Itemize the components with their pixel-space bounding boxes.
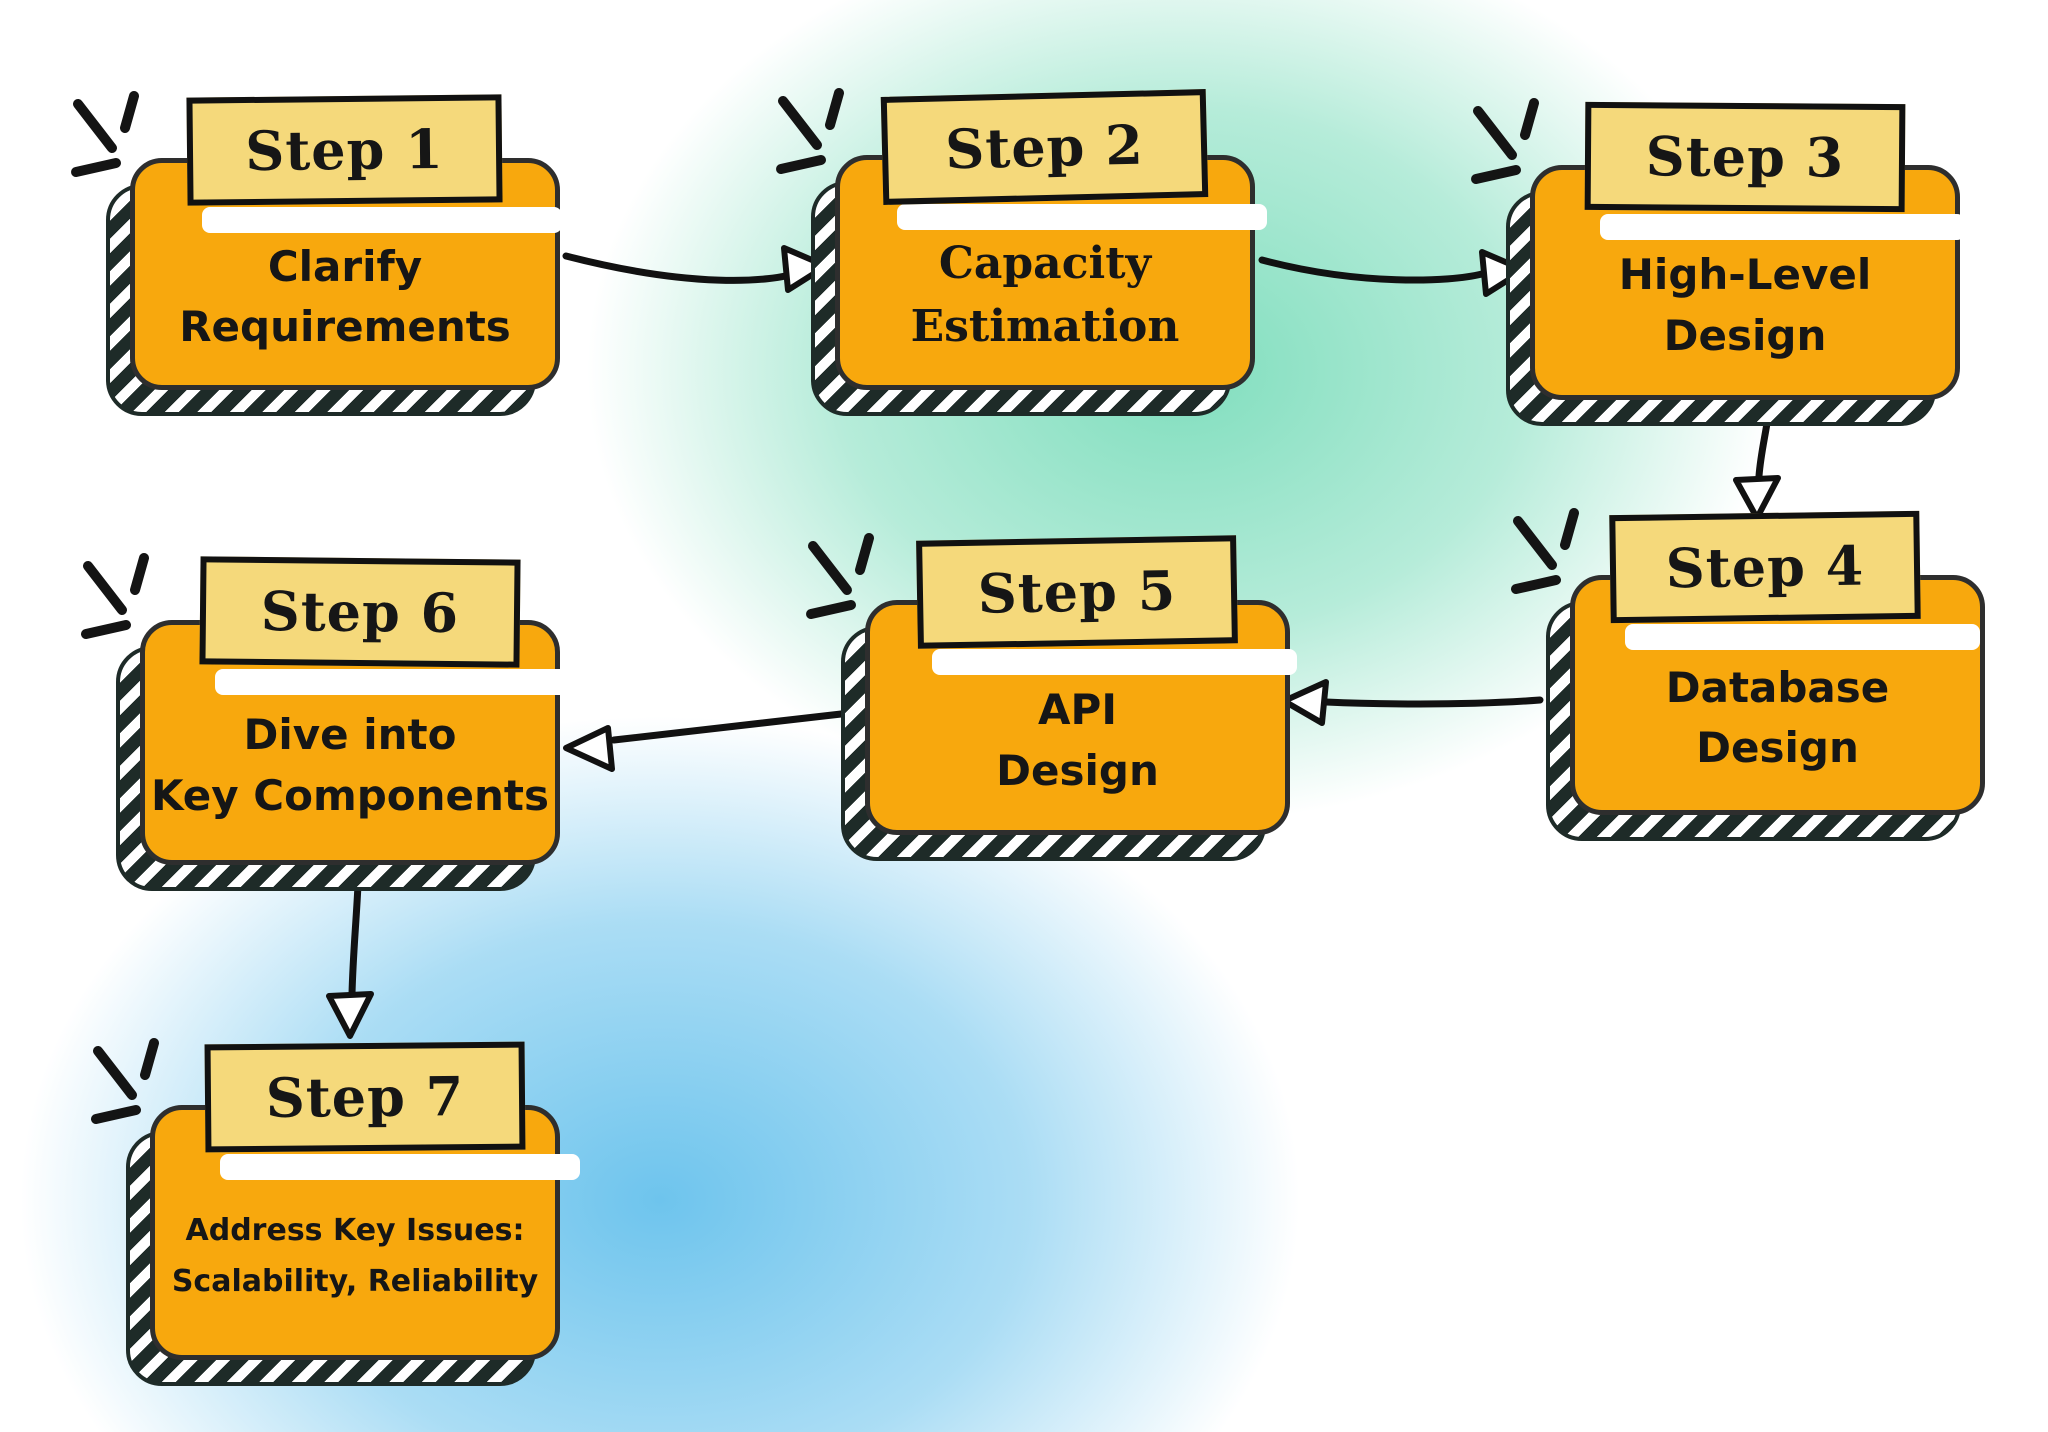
sparkle-icon [776,88,844,174]
step-title-line: Design [1696,723,1859,772]
step-title-line: Design [996,745,1159,795]
label-highlight [220,1154,580,1180]
step-label: Step 1 [186,94,503,206]
step-card-2: Capacity Estimation Step 2 [776,88,1267,416]
sparkle-icon [81,553,149,639]
label-highlight [1600,214,1965,240]
step-title-line: Database [1665,662,1890,712]
step-card-5: API Design Step 5 [806,533,1297,861]
step-title-line: Estimation [910,300,1180,352]
sparkle-icon [1471,98,1539,184]
step-title: API Design [870,663,1285,818]
arrow-step1-step2 [562,245,829,293]
arrow-step5-step6 [563,708,862,772]
label-highlight [1625,624,1980,650]
step-card-1: Clarify Requirements Step 1 [71,91,562,416]
step-title-line: Capacity [938,238,1152,290]
step-label: Step 7 [204,1041,526,1153]
step-title: High-Level Design [1535,228,1955,383]
arrow-step4-step5 [1281,679,1544,726]
step-title-line: Requirements [179,302,511,351]
step-card-3: High-Level Design Step 3 [1471,98,1965,426]
step-label-text: Step 3 [1645,124,1845,190]
step-title-line: Dive into [243,710,457,760]
step-title: Dive into Key Components [145,683,555,848]
label-highlight [215,669,575,695]
sparkle-icon [1511,508,1579,594]
step-title-line: High-Level [1618,250,1872,300]
step-title-line: Address Key Issues: [185,1212,525,1248]
step-label: Step 6 [199,556,521,668]
step-title-line: Scalability, Reliability [171,1263,539,1299]
step-label-text: Step 4 [1665,533,1865,601]
step-title-line: Design [1663,310,1827,360]
step-title: Capacity Estimation [840,218,1250,373]
step-label-text: Step 1 [244,116,445,184]
step-title-line: Clarify [267,241,423,291]
step-card-7: Address Key Issues: Scalability, Reliabi… [91,1038,580,1386]
sparkle-icon [91,1038,159,1124]
step-title-line: Key Components [150,770,549,820]
step-label: Step 5 [916,535,1238,649]
step-card-6: Dive into Key Components Step 6 [81,553,575,891]
step-label: Step 4 [1609,510,1921,624]
sparkle-icon [806,533,874,619]
step-title: Clarify Requirements [135,221,555,373]
step-card-4: Database Design Step 4 [1511,508,1985,841]
step-label-text: Step 7 [265,1064,465,1130]
step-label: Step 3 [1584,101,1906,213]
arrow-step6-step7 [326,881,374,1039]
step-title: Address Key Issues: Scalability, Reliabi… [155,1168,555,1343]
step-title: Database Design [1575,638,1980,798]
label-highlight [202,207,562,233]
label-highlight [897,204,1267,230]
step-label-text: Step 6 [260,578,460,646]
step-label-text: Step 2 [944,112,1145,182]
step-label-text: Step 5 [977,558,1177,626]
label-highlight [932,649,1297,675]
arrow-step2-step3 [1258,249,1527,297]
step-label: Step 2 [880,89,1209,205]
sparkle-icon [71,91,139,177]
step-title-line: API [1038,685,1117,735]
